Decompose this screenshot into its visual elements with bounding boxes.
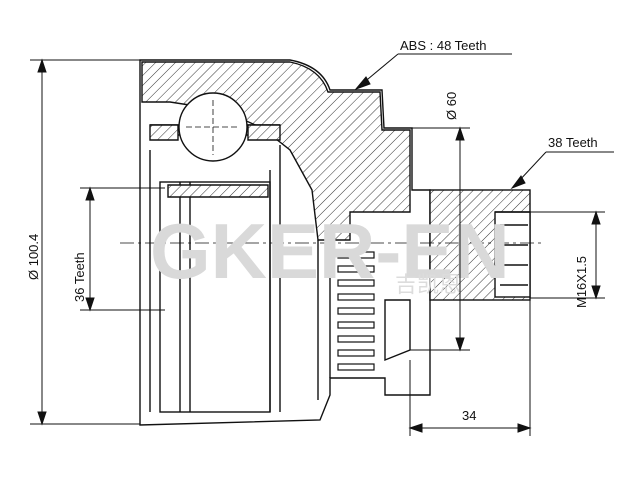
thread-label: M16X1.5 [574,256,589,308]
watermark-sub: 吉凯恩 [395,273,461,298]
outer-teeth-label: 38 Teeth [548,135,598,150]
inner-teeth-label: 36 Teeth [72,252,87,302]
dimension-diameter-60 [395,126,470,352]
outer-diameter-label: Ø 100.4 [26,234,41,280]
leader-outer-teeth [510,151,614,190]
diameter-60-label: Ø 60 [444,92,459,120]
leader-abs [354,53,512,91]
dimension-thread [530,210,605,300]
stub-length-label: 34 [462,408,476,423]
abs-ring [337,251,375,371]
dimension-inner-teeth [80,186,165,312]
dimension-outer-diameter [30,58,140,426]
abs-teeth-label: ABS : 48 Teeth [400,38,487,53]
dimension-stub-length [408,300,532,436]
watermark-brand: GKER-EN [150,207,510,295]
